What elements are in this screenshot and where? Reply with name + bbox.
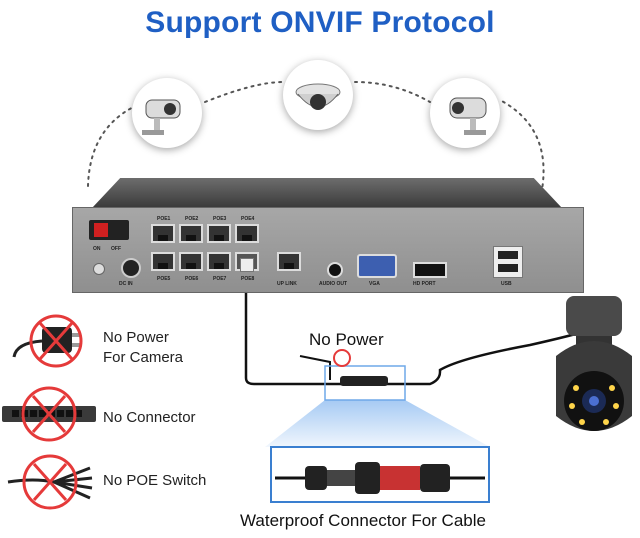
audio-out-label: AUDIO OUT (319, 281, 348, 287)
poe-port-7[interactable] (207, 252, 231, 271)
poe-plug-icon (240, 258, 254, 272)
poe-port-group: POE1 POE2 POE3 POE4 POE5 POE6 POE7 POE8 (151, 216, 263, 286)
bullet-no-power: No Power For Camera (103, 329, 184, 366)
usb-ports[interactable] (493, 246, 523, 278)
power-switch[interactable] (89, 220, 129, 240)
no-power-cross-icon (333, 349, 351, 367)
dome-camera-icon (283, 60, 353, 130)
dc-in-label: DC IN (119, 281, 133, 287)
poe-port-6[interactable] (179, 252, 203, 271)
poe-port-1[interactable] (151, 224, 175, 243)
network-switch-icon (0, 384, 100, 444)
uplink-label: UP LINK (277, 281, 297, 287)
bullet-camera-icon (132, 78, 202, 148)
hd-port[interactable] (413, 262, 447, 278)
poe-port-2[interactable] (179, 224, 203, 243)
hd-port-label: HD PORT (413, 281, 436, 287)
bullet-no-poe-switch: No POE Switch (103, 472, 207, 489)
uplink-port[interactable] (277, 252, 301, 271)
vga-label: VGA (369, 281, 380, 287)
audio-out-port[interactable] (327, 262, 343, 278)
ptz-camera-icon (556, 296, 632, 431)
bullet-no-connector: No Connector (103, 409, 196, 426)
switch-on-label: ON (93, 246, 101, 252)
poe-port-3[interactable] (207, 224, 231, 243)
ground-screw-icon (93, 263, 105, 275)
poe-port-5[interactable] (151, 252, 175, 271)
splitter-cable-icon (4, 452, 100, 512)
page-title: Support ONVIF Protocol (145, 6, 495, 39)
nvr-back-panel: ON OFF DC IN POE1 POE2 POE3 POE4 POE5 PO… (72, 207, 584, 293)
dc-in-port[interactable] (121, 258, 141, 278)
no-power-label: No Power (309, 330, 384, 349)
nvr-top-panel (92, 178, 562, 208)
power-adapter-icon (6, 313, 96, 369)
connector-caption: Waterproof Connector For Cable (240, 511, 486, 530)
vga-port[interactable] (357, 254, 397, 278)
usb-label: USB (501, 281, 512, 287)
switch-off-label: OFF (111, 246, 121, 252)
bullet-camera-icon-2 (430, 78, 500, 148)
poe-port-4[interactable] (235, 224, 259, 243)
